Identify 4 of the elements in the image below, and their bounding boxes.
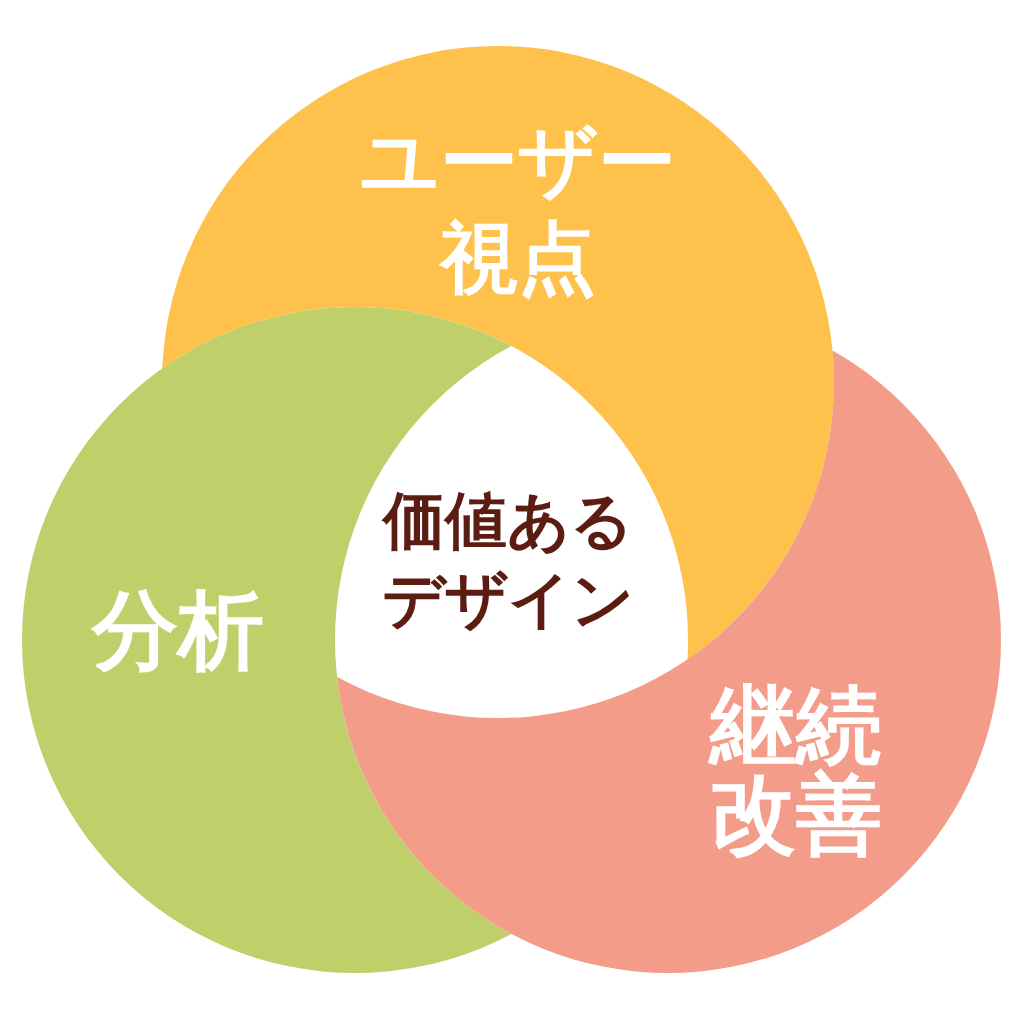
topic-label: 継続改善 [707,680,883,860]
center-label: 価値あるデザイン [380,482,635,638]
topic-label: 分析 [90,582,265,678]
topic-label: ユーザー視点 [359,115,677,305]
